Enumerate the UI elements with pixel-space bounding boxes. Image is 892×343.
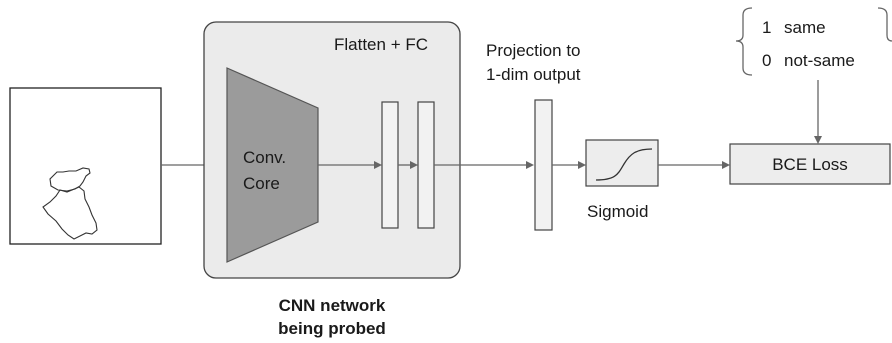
arrowhead <box>814 136 822 144</box>
conv-core <box>226 67 319 263</box>
flatten-fc-label: Flatten + FC <box>334 35 428 54</box>
projection-label-line1: Projection to <box>486 41 581 60</box>
sigmoid-curve-icon <box>595 148 653 181</box>
arrowhead <box>578 161 586 169</box>
arrowhead <box>410 161 418 169</box>
input-shape-top <box>49 167 91 192</box>
target-value-0: 0 <box>762 51 771 70</box>
input-image <box>9 87 162 245</box>
conv-core-label-line2: Core <box>243 174 280 193</box>
projection-layer <box>534 99 553 231</box>
fc-layer-2 <box>417 101 435 229</box>
right-brace-icon <box>877 7 892 42</box>
projection-label-line2: 1-dim output <box>486 65 581 84</box>
arrowhead <box>374 161 382 169</box>
target-value-1: 1 <box>762 18 771 37</box>
target-text-not-same: not-same <box>784 51 855 70</box>
left-brace-icon <box>735 7 753 76</box>
arrowhead <box>722 161 730 169</box>
conv-core-label-line1: Conv. <box>243 148 286 167</box>
network-caption-line1: CNN network <box>279 296 386 315</box>
target-text-same: same <box>784 18 826 37</box>
arrowhead <box>526 161 534 169</box>
bce-loss-label: BCE Loss <box>772 155 848 174</box>
sigmoid-label: Sigmoid <box>587 202 648 221</box>
input-shape-bottom <box>42 186 98 240</box>
bce-loss-box <box>729 143 891 185</box>
fc-layer-1 <box>381 101 399 229</box>
network-caption-line2: being probed <box>278 319 386 338</box>
sigmoid-box <box>585 139 659 187</box>
